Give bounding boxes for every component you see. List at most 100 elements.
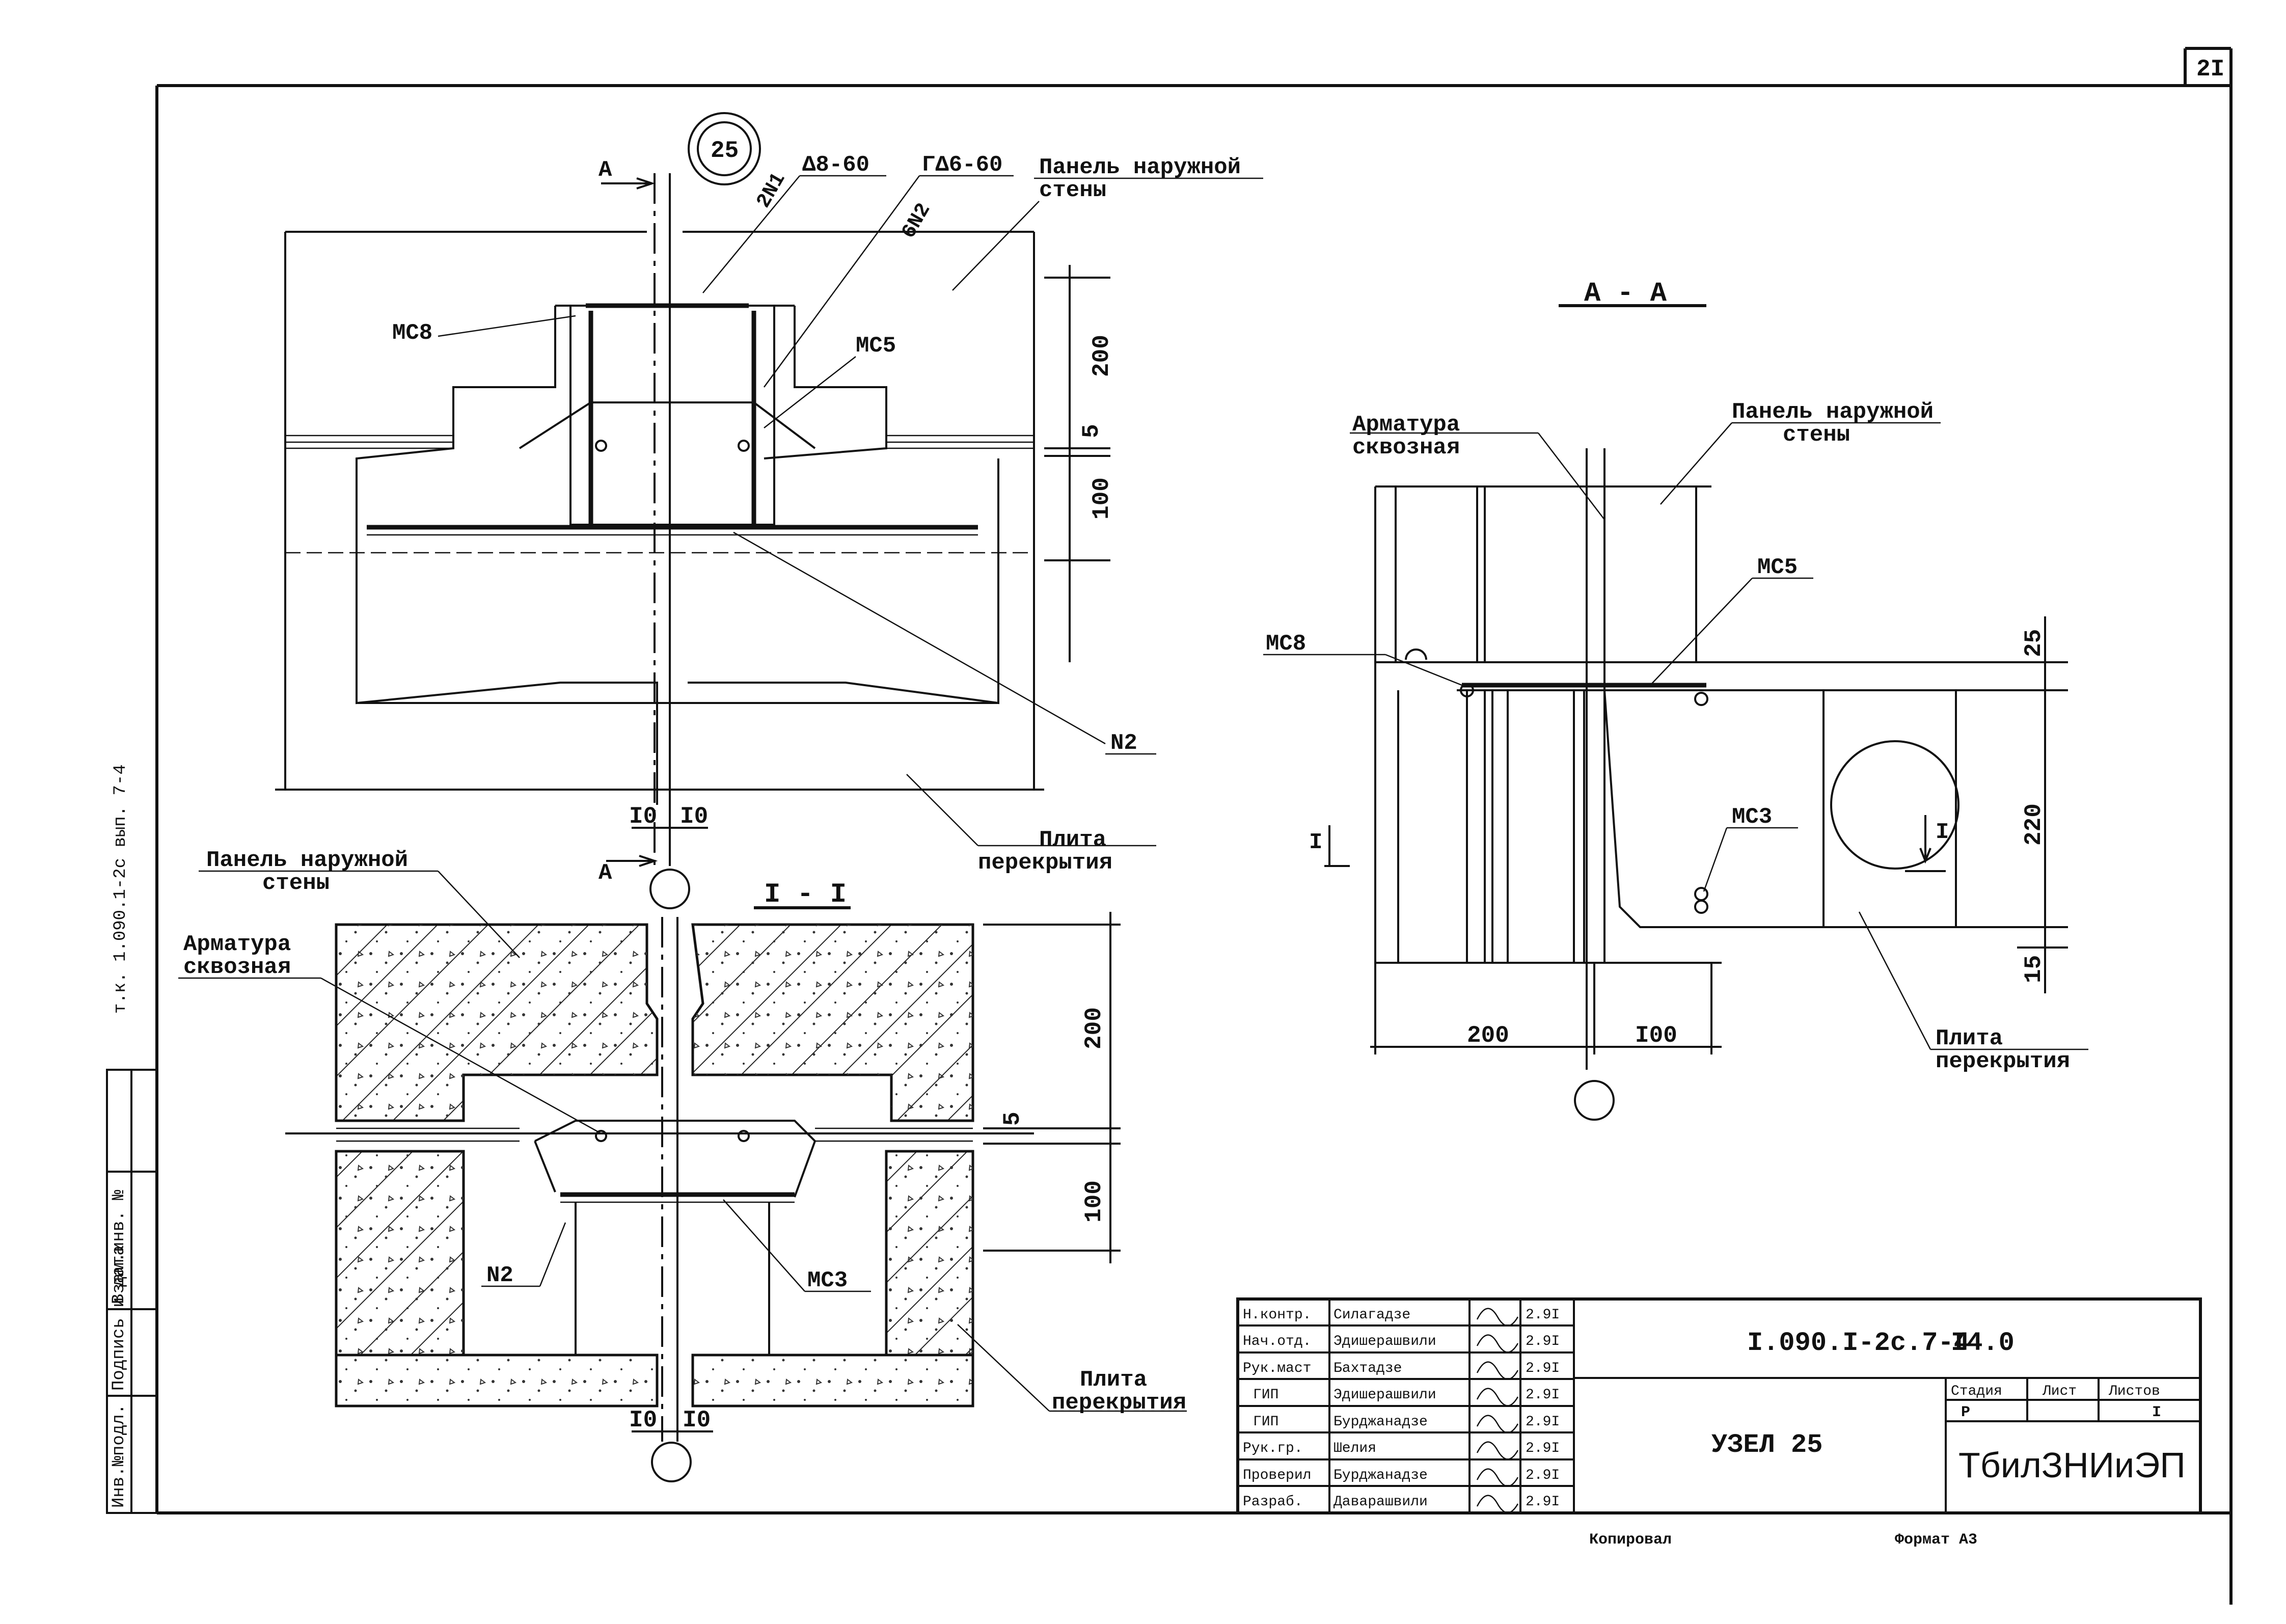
sig-name: Силагадзе	[1334, 1307, 1410, 1323]
rebar-2n1: 2N1	[752, 169, 791, 212]
signature-scribble	[1476, 1334, 1519, 1353]
plan-view: 25 А	[275, 112, 1263, 909]
ii-dim-5: 5	[999, 1112, 1026, 1126]
aa-mc5: МС5	[1757, 555, 1798, 580]
sig-date: 2.9I	[1526, 1441, 1560, 1456]
signature-scribble	[1476, 1361, 1519, 1380]
section-mark-a-bottom: А	[598, 860, 612, 886]
sig-role: ГИП	[1253, 1387, 1278, 1403]
sig-date: 2.9I	[1526, 1361, 1560, 1376]
aa-slab-label-line1: Плита	[1936, 1026, 2003, 1051]
plan-dim-200: 200	[1088, 335, 1115, 377]
aa-mc8: МС8	[1266, 631, 1306, 657]
section-ii-title: I - I	[764, 879, 847, 910]
signature-row: Рук.гр. Шелия 2.9I	[1243, 1441, 1560, 1460]
sheet-number: 2I	[2196, 56, 2224, 83]
sig-role: Разраб.	[1243, 1494, 1303, 1510]
drawing-code-extra: I4.0	[1951, 1328, 2015, 1358]
plan-mc5: МС5	[856, 333, 896, 359]
sig-name: Даварашвили	[1334, 1494, 1428, 1510]
aa-slab-label-line2: перекрытия	[1936, 1049, 2070, 1074]
sig-date: 2.9I	[1526, 1494, 1560, 1510]
stamp-inventory: Инв.№подл.	[110, 1404, 129, 1508]
ii-dim-100: 100	[1081, 1180, 1107, 1223]
aa-rebar-label-line2: сквозная	[1352, 435, 1460, 461]
ii-rebar-label-line2: сквозная	[183, 955, 291, 980]
footer-copied: Копировал	[1589, 1531, 1672, 1549]
node-badge-ring	[688, 112, 761, 185]
plan-dim-10-left: I0	[629, 803, 657, 830]
sig-role: Рук.маст	[1243, 1361, 1311, 1376]
album-reference: т.к. 1.090.1-2с вып. 7-4	[111, 764, 130, 1014]
sig-name: Шелия	[1334, 1441, 1376, 1456]
signature-row: Проверил Бурджанадзе 2.9I	[1243, 1468, 1560, 1487]
aa-cut-mark-left: I	[1309, 830, 1322, 855]
aa-dim-25: 25	[2021, 629, 2047, 657]
stamp-signature-date: Подпись и дата	[110, 1245, 129, 1391]
sig-role: Рук.гр.	[1243, 1441, 1303, 1456]
sig-date: 2.9I	[1526, 1307, 1560, 1323]
margin-stamp: Инв.№подл. Подпись и дата Взам.инв. № т.…	[106, 764, 158, 1514]
aa-dim-100: I00	[1635, 1022, 1677, 1049]
stamp-replacement: Взам.инв. №	[110, 1190, 129, 1304]
drawing-code: I.090.I-2c.7-4	[1747, 1328, 1970, 1358]
col-sheets: Листов	[2108, 1384, 2160, 1399]
signature-row: Рук.маст Бахтадзе 2.9I	[1243, 1361, 1560, 1380]
sig-name: Бурджанадзе	[1334, 1468, 1428, 1483]
sig-name: Бурджанадзе	[1334, 1414, 1428, 1430]
val-sheets: I	[2152, 1404, 2161, 1421]
signature-scribble	[1476, 1468, 1519, 1487]
plan-dim-100: 100	[1088, 477, 1115, 520]
sig-name: Бахтадзе	[1334, 1361, 1402, 1376]
aa-panel-label-line2: стены	[1783, 422, 1850, 448]
section-i-i: I - I Панель наружной стен	[178, 848, 1187, 1482]
aa-mc3: МС3	[1732, 804, 1772, 830]
plan-slab-label-line1: Плита	[1039, 827, 1106, 853]
ii-dim-10-left: I0	[629, 1407, 657, 1433]
sig-name: Эдишерашвили	[1334, 1334, 1436, 1349]
signature-row: Нач.отд. Эдишерашвили 2.9I	[1243, 1334, 1560, 1353]
sig-role: Нач.отд.	[1243, 1334, 1311, 1349]
rebar-6n2-mark: ГΔ6-60	[922, 152, 1002, 178]
rebar-2n1-mark: Δ8-60	[802, 152, 869, 178]
signature-row: ГИП Эдишерашвили 2.9I	[1253, 1387, 1560, 1406]
aa-dim-220: 220	[2021, 803, 2047, 846]
plan-slab-label-line2: перекрытия	[978, 850, 1112, 876]
val-stage: Р	[1961, 1404, 1970, 1421]
aa-panel-label-line1: Панель наружной	[1732, 399, 1934, 425]
aa-cut-mark-right: I	[1936, 820, 1949, 845]
section-aa-title: А - А	[1584, 278, 1667, 309]
plan-dim-5: 5	[1078, 424, 1105, 438]
signature-row: Н.контр. Силагадзе 2.9I	[1243, 1307, 1560, 1327]
ii-panel-label-line2: стены	[262, 871, 330, 896]
sig-role: Проверил	[1243, 1468, 1311, 1483]
node-title: УЗЕЛ 25	[1711, 1430, 1822, 1460]
sig-date: 2.9I	[1526, 1414, 1560, 1430]
plan-panel-label-line1: Панель наружной	[1039, 155, 1241, 180]
sig-role: ГИП	[1253, 1414, 1278, 1430]
aa-dim-200: 200	[1467, 1022, 1509, 1049]
ii-slab-label-line2: перекрытия	[1052, 1390, 1186, 1416]
aa-rebar-label-line1: Арматура	[1352, 412, 1460, 438]
sig-role: Н.контр.	[1243, 1307, 1311, 1323]
signature-scribble	[1476, 1388, 1519, 1406]
sig-name: Эдишерашвили	[1334, 1387, 1436, 1403]
signature-scribble	[1476, 1495, 1519, 1513]
plan-n2: N2	[1110, 730, 1137, 756]
section-mark-a-top: А	[598, 157, 612, 183]
signature-row: Разраб. Даварашвили 2.9I	[1243, 1494, 1560, 1513]
sig-date: 2.9I	[1526, 1334, 1560, 1349]
signature-scribble	[1476, 1308, 1519, 1327]
ii-dim-10-right: I0	[683, 1407, 711, 1433]
plan-mc8: МС8	[392, 320, 432, 346]
sig-date: 2.9I	[1526, 1387, 1560, 1403]
sig-date: 2.9I	[1526, 1468, 1560, 1483]
signature-scribble	[1476, 1441, 1519, 1460]
signature-row: ГИП Бурджанадзе 2.9I	[1253, 1414, 1560, 1433]
node-badge-number: 25	[711, 138, 739, 164]
organization: ТбилЗНИиЭП	[1958, 1445, 2186, 1485]
ii-rebar-label-line1: Арматура	[183, 932, 291, 957]
title-block: I.090.I-2c.7-4 I4.0 УЗЕЛ 25 Стадия Лист …	[1236, 1297, 2202, 1514]
plan-panel-label-line2: стены	[1039, 178, 1106, 203]
col-sheet: Лист	[2042, 1384, 2077, 1399]
